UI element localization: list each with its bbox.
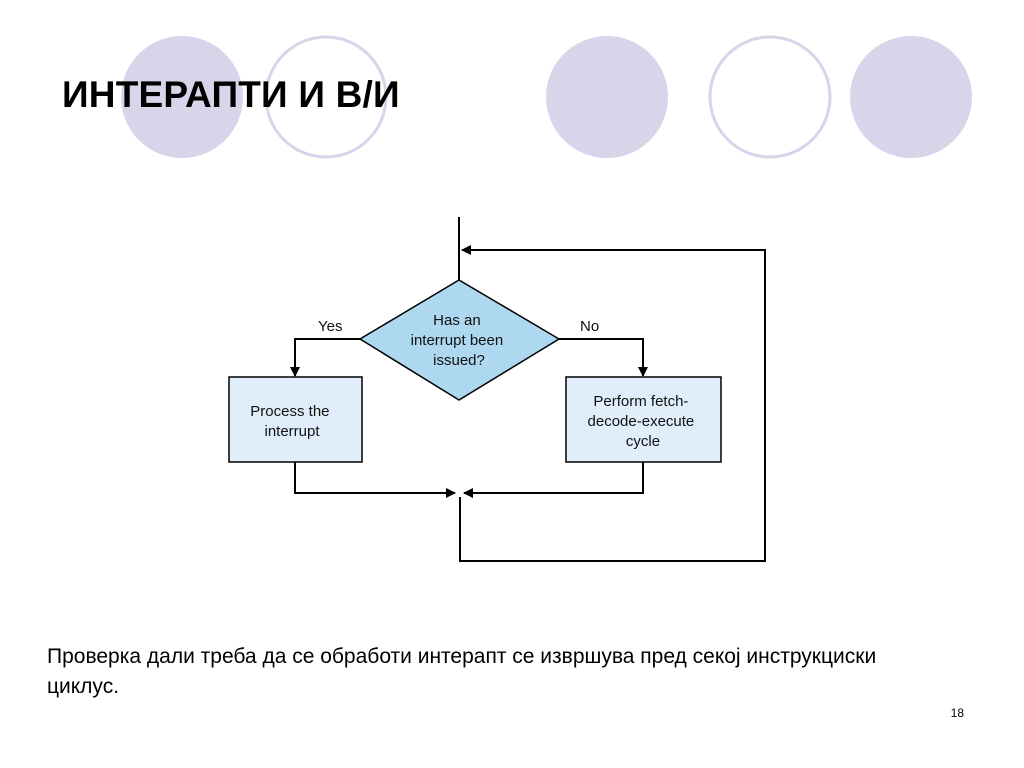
decision-label: Has an interrupt been issued? [411, 312, 508, 369]
fetch-decode-execute-box [565, 376, 722, 463]
no-branch-line [559, 338, 648, 377]
decor-circle-outline [264, 35, 388, 159]
decorative-circles [121, 35, 972, 159]
page-number: 18 [950, 706, 964, 720]
slide-title: ИНТЕРАПТИ И В/И [62, 74, 400, 115]
slide-caption: Проверка дали треба да се обработи интер… [47, 645, 877, 698]
decision-label-line: issued? [433, 352, 485, 369]
process-label-line: Process the [250, 403, 329, 420]
decision-label-line: interrupt been [411, 332, 504, 349]
fetch-decode-execute-label: Perform fetch- decode-execute cycle [588, 393, 699, 450]
yes-branch-line [290, 338, 360, 377]
fetch-label-line: Perform fetch- [593, 393, 688, 410]
fetch-label-line: decode-execute [588, 413, 695, 430]
process-interrupt-label: Process the interrupt [250, 403, 333, 440]
decor-circle-filled [121, 36, 243, 158]
decor-circle-outline [708, 35, 832, 159]
fetch-label-line: cycle [626, 433, 660, 450]
interrupt-flowchart: Has an interrupt been issued? Yes No Pro… [228, 217, 766, 562]
yes-label: Yes [318, 318, 342, 335]
decision-label-line: Has an [433, 312, 481, 329]
loop-back-line [459, 245, 766, 562]
no-label: No [580, 318, 599, 335]
process-label-line: interrupt [264, 423, 320, 440]
decor-circle-filled [546, 36, 668, 158]
decision-diamond [358, 279, 561, 401]
process-return-line [294, 462, 456, 498]
decor-circle-filled [850, 36, 972, 158]
fetch-return-line [463, 462, 644, 498]
